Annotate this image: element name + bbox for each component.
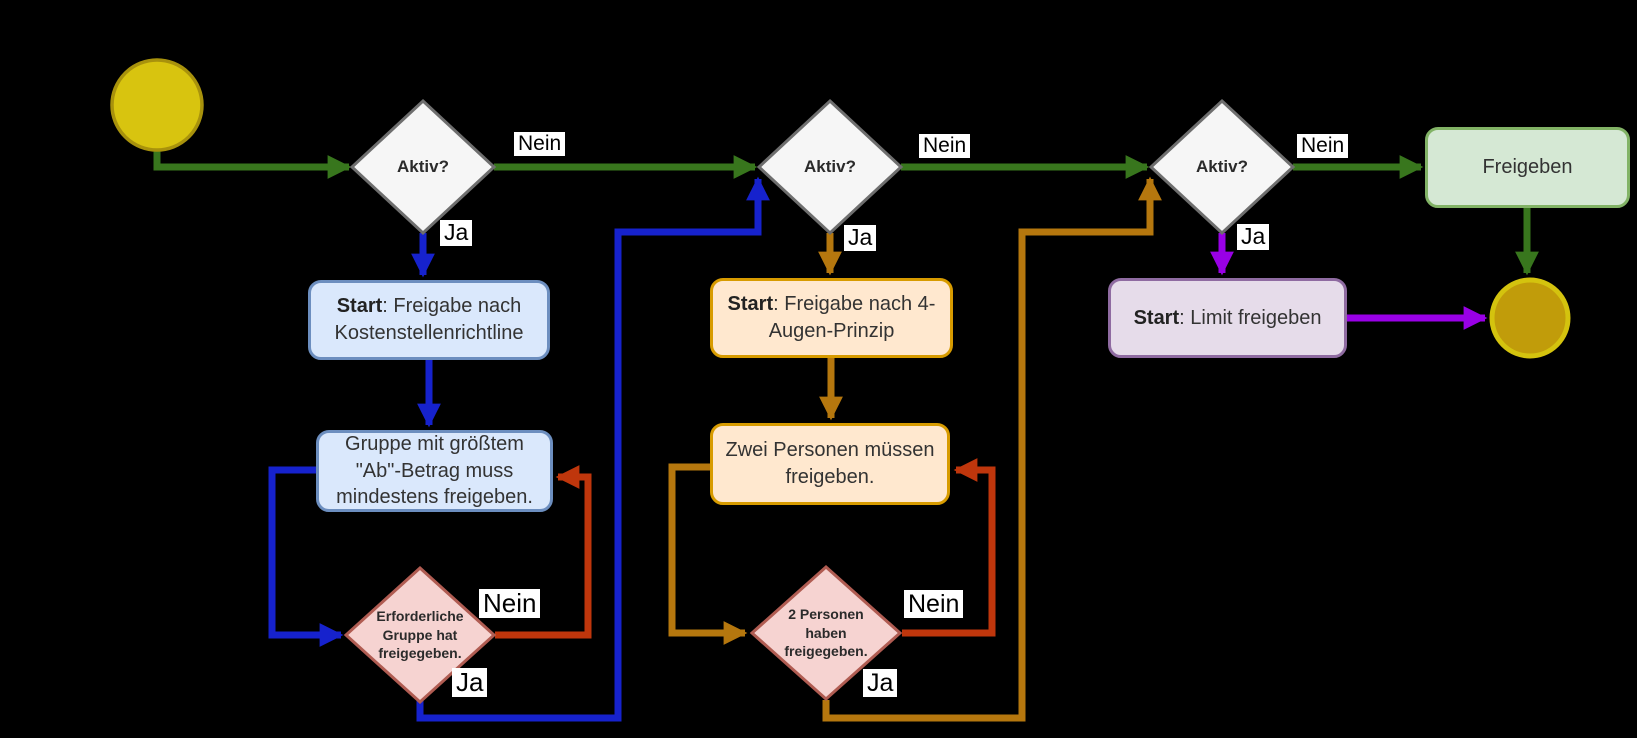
end-circle (1489, 277, 1571, 359)
decision-aktiv-3 (1148, 98, 1296, 236)
edge-label-nein-loop-1: Nein (479, 588, 541, 619)
decision-aktiv-1 (349, 98, 497, 236)
decision-aktiv-2 (756, 98, 904, 236)
process-vier-augen-rule-label: Zwei Personen müssen freigeben. (725, 439, 935, 488)
process-vier-augen-start: Start: Freigabe nach 4-Augen-Prinzip (710, 278, 953, 358)
decision-check-2-label: 2 Personen haben freigegeben. (784, 606, 868, 660)
edge-label-ja-3: Ja (1237, 223, 1270, 250)
decision-aktiv-3-label: Aktiv? (1196, 157, 1248, 176)
edge-rule2-to-check2-loop (668, 463, 748, 645)
process-vier-augen-rule: Zwei Personen müssen freigeben. (710, 423, 950, 505)
process-limit-start: Start: Limit freigeben (1108, 278, 1347, 358)
edge-label-ja-loop-2: Ja (863, 669, 898, 697)
process-freigeben-label: Freigeben (1482, 156, 1573, 179)
process-kostenstelle-start: Start: Freigabe nach Kostenstellenrichtl… (308, 280, 550, 360)
edge-check2-ja-to-aktiv3 (822, 176, 1162, 722)
edge-label-nein-loop-2: Nein (904, 590, 964, 618)
decision-aktiv-2-label: Aktiv? (804, 157, 856, 176)
edge-label-ja-loop-1: Ja (452, 667, 488, 698)
edge-check2-nein-loop (902, 458, 996, 637)
start-circle (110, 58, 204, 152)
edge-label-ja-2: Ja (844, 224, 877, 251)
edge-start-to-aktiv1 (153, 146, 352, 179)
process-freigeben: Freigeben (1425, 127, 1630, 208)
edge-label-nein-2: Nein (919, 134, 971, 158)
decision-check-2 (749, 564, 903, 702)
edge-label-nein-1: Nein (514, 132, 566, 156)
decision-aktiv-1-label: Aktiv? (397, 157, 449, 176)
edge-label-ja-1: Ja (440, 219, 473, 246)
edge-label-nein-3: Nein (1297, 134, 1349, 158)
edge-check1-ja-to-aktiv2 (416, 176, 770, 722)
edge-check1-nein-loop (495, 465, 592, 639)
edge-rule-to-check1-loop (268, 466, 344, 647)
process-kostenstelle-start-label: Start: Freigabe nach Kostenstellenrichtl… (334, 295, 524, 344)
decision-check-1-label: Erforderliche Gruppe hat freigegeben. (376, 608, 464, 662)
process-kostenstelle-rule-label: Gruppe mit größtem "Ab"-Betrag muss mind… (336, 432, 533, 509)
process-vier-augen-start-label: Start: Freigabe nach 4-Augen-Prinzip (727, 293, 936, 342)
process-limit-start-label: Start: Limit freigeben (1133, 306, 1322, 329)
process-kostenstelle-rule: Gruppe mit größtem "Ab"-Betrag muss mind… (316, 430, 553, 512)
